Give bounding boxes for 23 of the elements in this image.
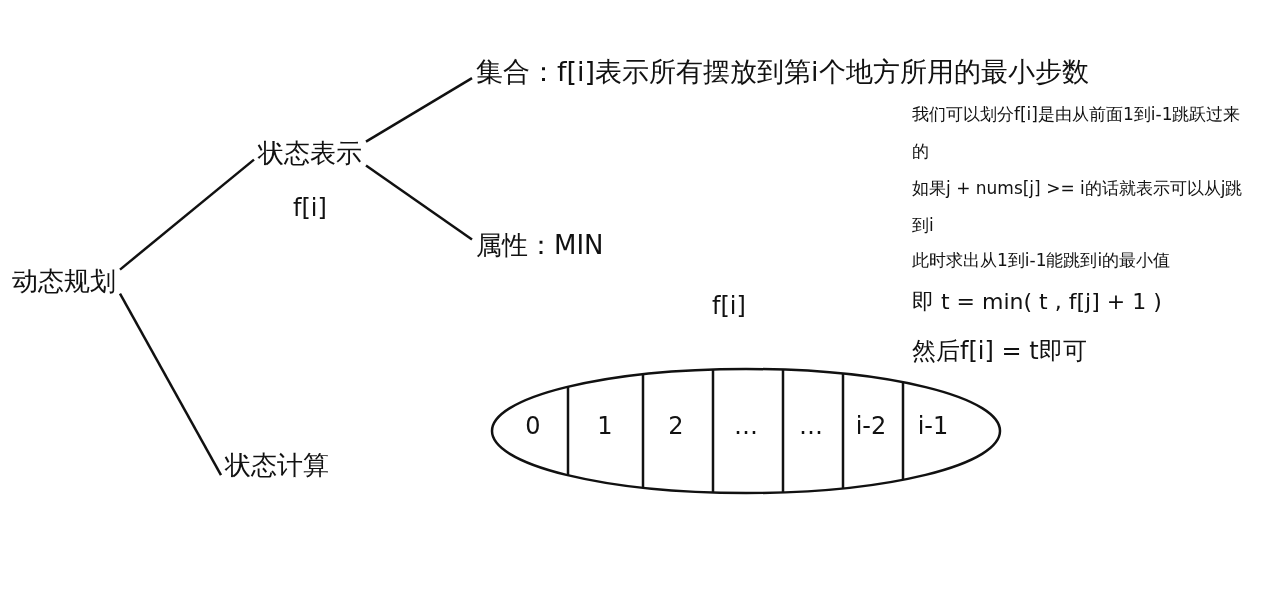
array-cell-text: 2: [645, 412, 707, 441]
variable-label: f[i]: [712, 292, 746, 321]
array-cell-text: …: [715, 412, 777, 441]
topic-text: 动态规划: [12, 266, 116, 298]
array-cell-text: i-2: [845, 412, 897, 441]
note-text: 此时求出从1到i-1能跳到i的最小值: [912, 249, 1172, 272]
note-text: 如果j + nums[j] >= i的话就表示可以从j跳到i: [912, 177, 1244, 237]
branch-line: [365, 77, 473, 143]
topic-text: 状态计算: [225, 450, 329, 482]
note-text: 我们可以划分f[i]是由从前面1到i-1跳跃过来的: [912, 103, 1242, 163]
array-cell-text: 1: [570, 412, 640, 441]
array-cell-text: …: [785, 412, 837, 441]
branch-line: [365, 164, 473, 241]
topic-text: 集合：f[i]表示所有摆放到第i个地方所用的最小步数: [476, 56, 1089, 89]
branch-line: [119, 158, 255, 271]
topic-text: 属性：MIN: [476, 230, 604, 262]
topic-text: 状态表示: [258, 138, 362, 170]
note-text: 然后f[i] = t即可: [912, 336, 1088, 367]
array-cell-text: i-1: [903, 412, 963, 441]
variable-label: f[i]: [293, 194, 327, 223]
array-cell-text: 0: [508, 412, 558, 441]
note-text: 即 t = min( t , f[j] + 1 ): [912, 288, 1163, 316]
branch-line: [118, 293, 223, 476]
